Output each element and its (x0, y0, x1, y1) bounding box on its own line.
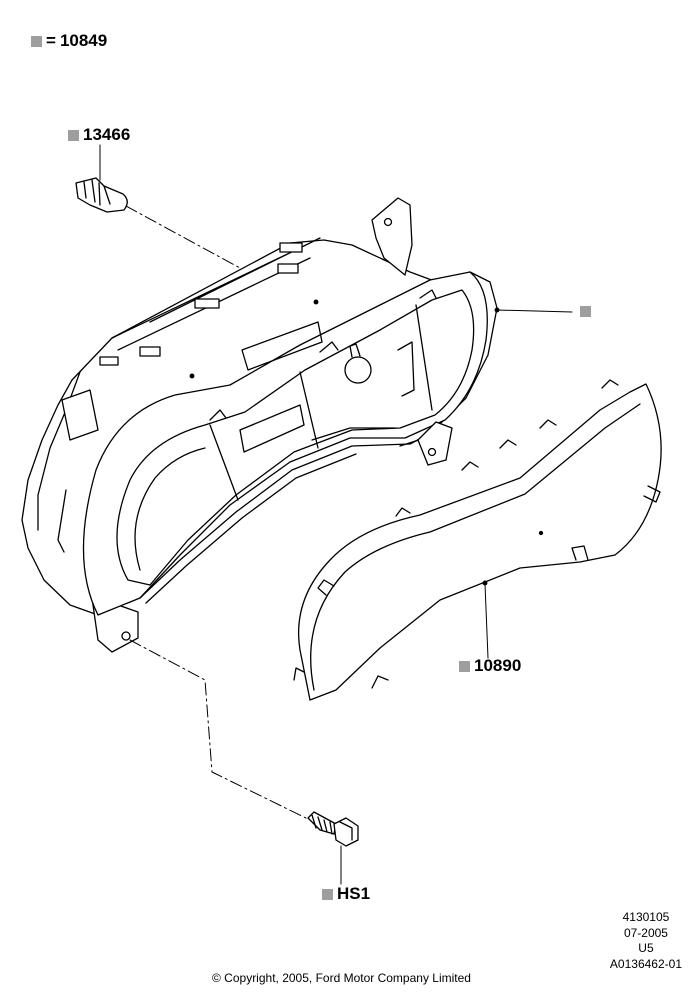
callout-marker-square (459, 660, 470, 672)
callout-lens-label: 10890 (474, 656, 522, 675)
cluster-housing (21, 197, 498, 653)
bulb-center-line (125, 205, 241, 269)
screw-part (307, 811, 359, 847)
legend-part-number: 10849 (59, 31, 108, 50)
lens-part (293, 379, 662, 701)
callout-marker-square (68, 129, 79, 141)
screw-center-line (129, 639, 311, 821)
legend: = 10849 (31, 31, 107, 51)
lens-leader (484, 583, 489, 659)
drawing-metadata: 4130105 07-2005 U5 A0136462-01 (610, 910, 682, 972)
copyright-text: © Copyright, 2005, Ford Motor Company Li… (212, 971, 471, 985)
legend-equals: = (46, 31, 56, 50)
callout-screw: HS1 (322, 884, 370, 904)
meta-line-2: 07-2005 (623, 925, 668, 940)
meta-line-4: A0136462-01 (609, 956, 682, 971)
callout-marker-square (580, 306, 591, 317)
meta-line-1: 4130105 (622, 910, 670, 924)
callout-lens: 10890 (459, 656, 521, 676)
callout-bulb: 13466 (68, 125, 130, 145)
callout-marker-square (322, 888, 333, 900)
callout-housing (580, 306, 595, 317)
callout-screw-label: HS1 (337, 884, 371, 903)
bulb-part (75, 177, 128, 213)
legend-marker-square (31, 35, 42, 47)
callout-bulb-label: 13466 (83, 125, 131, 144)
meta-line-3: U5 (638, 941, 654, 955)
housing-leader (496, 309, 573, 313)
